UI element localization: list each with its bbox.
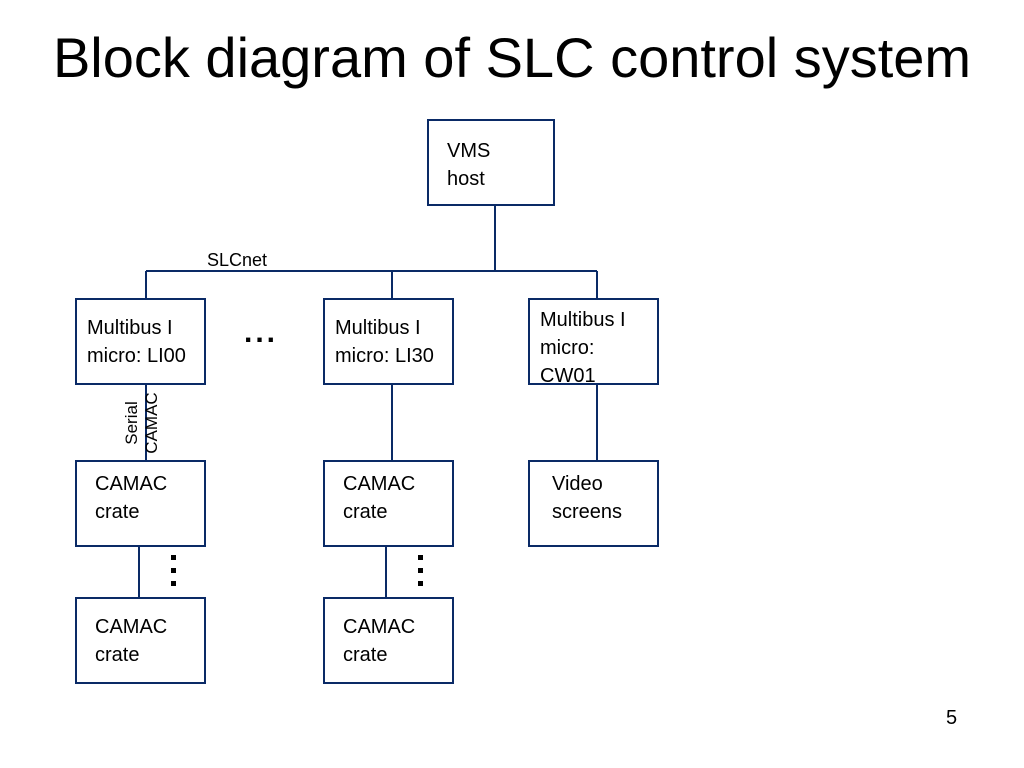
micro-li00-line1: Multibus I <box>87 317 173 339</box>
slcnet-label: SLCnet <box>207 250 268 270</box>
host-label-line2: host <box>447 168 485 190</box>
micro-li30-line1: Multibus I <box>335 317 421 339</box>
camac-crate-box: CAMAC crate <box>75 460 206 547</box>
page-title: Block diagram of SLC control system <box>52 26 972 89</box>
micro-cw01-box: Multibus I micro: CW01 <box>528 298 659 387</box>
vms-host-box: VMS host <box>427 119 555 206</box>
micro-li00-box: Multibus I micro: LI00 <box>75 298 206 385</box>
crate-label-line2: crate <box>95 644 140 666</box>
micro-li00-line2: micro: LI00 <box>87 345 186 367</box>
crate-ellipsis-mid <box>418 555 426 594</box>
micro-li30-line2: micro: LI30 <box>335 345 434 367</box>
crate-label-line1: CAMAC <box>95 473 168 495</box>
crate-label-line2: crate <box>343 644 388 666</box>
camac-crate-box: CAMAC crate <box>323 460 454 547</box>
video-label-line2: screens <box>552 501 623 523</box>
micro-cw01-line3: CW01 <box>540 365 596 387</box>
camac-crate-box: CAMAC crate <box>75 597 206 684</box>
micro-ellipsis: ... <box>244 316 279 349</box>
micro-li30-box: Multibus I micro: LI30 <box>323 298 454 385</box>
video-label-line1: Video <box>552 473 603 495</box>
page-number: 5 <box>946 707 958 729</box>
micro-cw01-line1: Multibus I <box>540 309 626 331</box>
micro-cw01-line2: micro: <box>540 337 595 359</box>
serial-label-line2: CAMAC <box>142 392 161 454</box>
crate-label-line1: CAMAC <box>343 616 416 638</box>
camac-crate-box: CAMAC crate <box>323 597 454 684</box>
crate-label-line1: CAMAC <box>343 473 416 495</box>
host-label-line1: VMS <box>447 140 491 162</box>
serial-label-line1: Serial <box>122 401 141 445</box>
video-screens-box: Video screens <box>528 460 659 547</box>
crate-label-line2: crate <box>343 501 388 523</box>
crate-label-line2: crate <box>95 501 140 523</box>
crate-label-line1: CAMAC <box>95 616 168 638</box>
serial-camac-label: Serial CAMAC <box>122 391 162 455</box>
crate-ellipsis-left <box>171 555 179 594</box>
